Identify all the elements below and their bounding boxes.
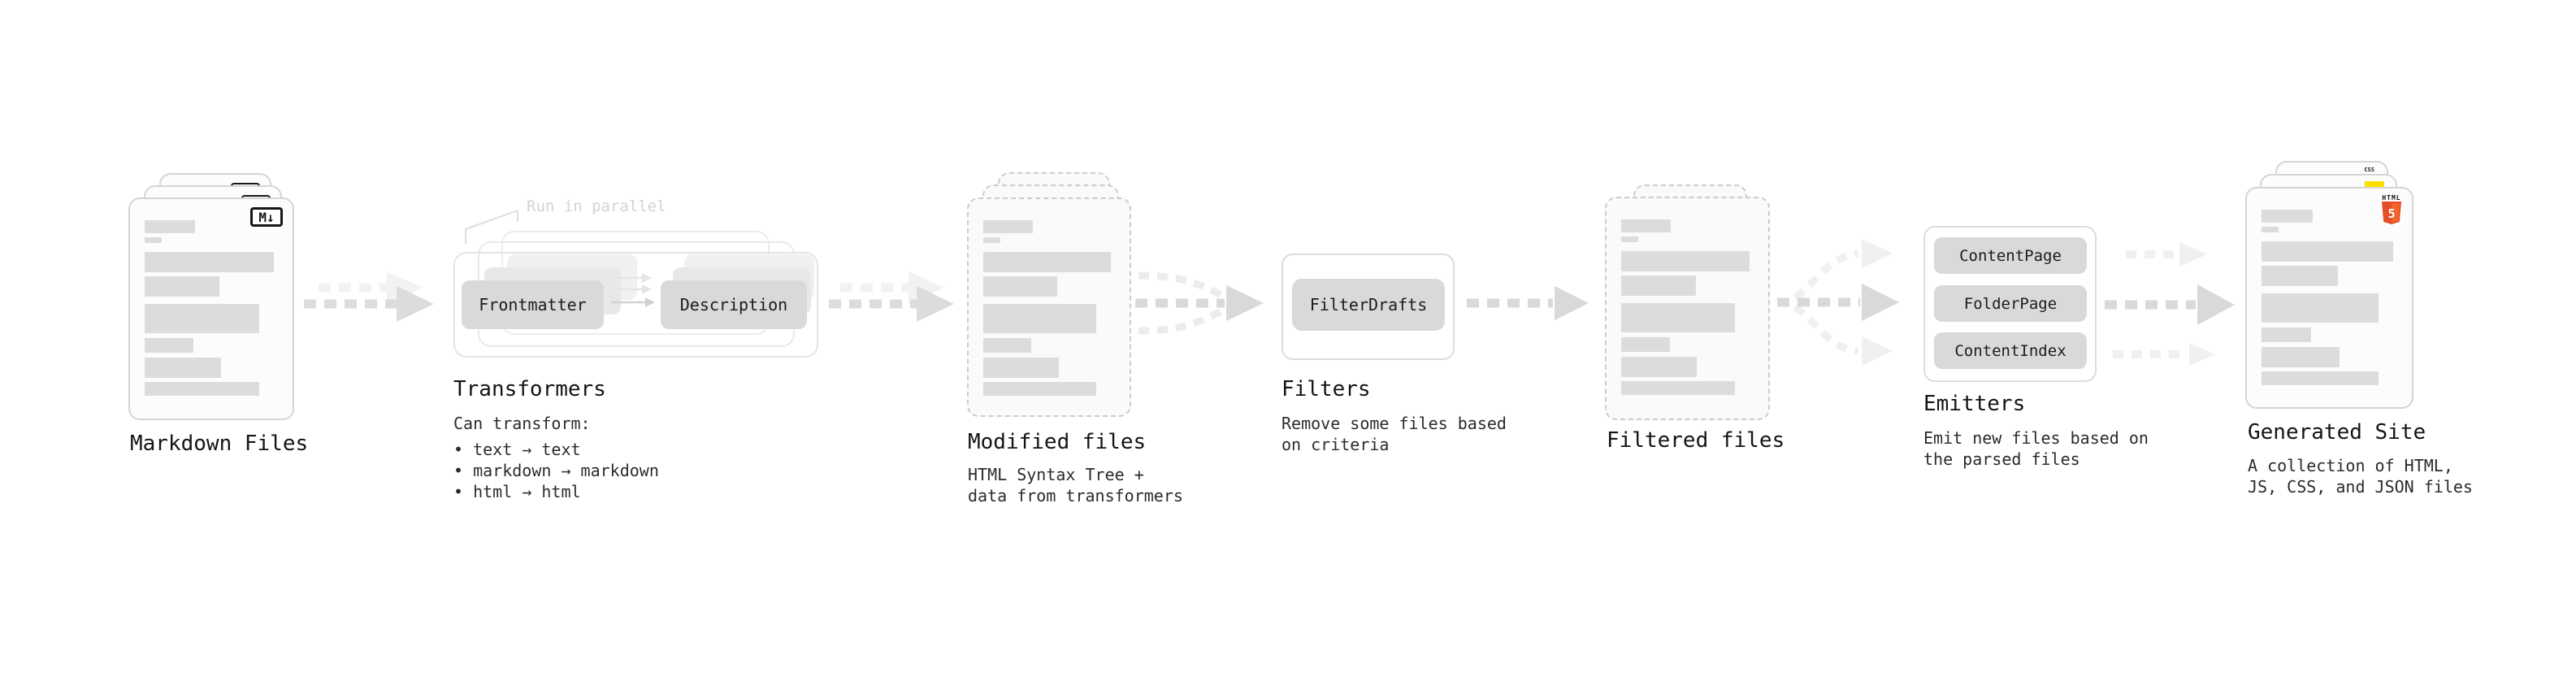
arrow-emitters-to-generated-icon xyxy=(2105,242,2235,366)
arrow-modified-to-filters-icon xyxy=(1135,271,1264,335)
transformers-desc-title: Can transform: xyxy=(453,414,591,433)
transformer-frame xyxy=(453,252,818,358)
arrow-filters-to-filtered-icon xyxy=(1467,286,1589,320)
modified-files-label: Modified files xyxy=(968,430,1147,454)
generated-site-desc: A collection of HTML, xyxy=(2248,456,2453,475)
document-sheet: M↓ xyxy=(128,197,294,420)
transformers-bullet: • html → html xyxy=(453,482,581,501)
description-pill: Description xyxy=(661,280,807,329)
filters-label: Filters xyxy=(1281,377,1371,401)
document-content-placeholder xyxy=(2262,210,2396,385)
arrow-filtered-to-emitters-icon xyxy=(1776,239,1899,366)
transformers-bullet: • text → text xyxy=(453,440,581,459)
markdown-files-label: Markdown Files xyxy=(130,432,309,456)
html5-logo-icon: HTML 5 xyxy=(2381,194,2402,229)
filters-desc: Remove some files based xyxy=(1281,414,1507,433)
emitters-desc: the parsed files xyxy=(1923,449,2080,469)
document-content-placeholder xyxy=(1621,219,1752,395)
emitters-label: Emitters xyxy=(1923,392,2026,416)
frontmatter-pill: Frontmatter xyxy=(462,280,604,329)
document-sheet: HTML 5 xyxy=(2245,187,2413,409)
emitters-desc: Emit new files based on xyxy=(1923,428,2149,448)
contentindex-pill: ContentIndex xyxy=(1934,332,2087,369)
arrow-transformers-to-modified-icon xyxy=(829,271,954,322)
document-content-placeholder xyxy=(145,220,276,396)
markdown-badge-icon: M↓ xyxy=(250,207,283,227)
transformers-bullet: • markdown → markdown xyxy=(453,461,659,480)
filterdrafts-pill: FilterDrafts xyxy=(1292,279,1445,331)
html5-logo-number: 5 xyxy=(2387,206,2395,221)
arrow-markdown-to-transformers-icon xyxy=(304,271,434,322)
run-in-parallel-annotation: Run in parallel xyxy=(527,197,666,215)
filtered-files-label: Filtered files xyxy=(1607,428,1785,453)
callout-line-icon xyxy=(465,209,518,244)
document-sheet xyxy=(1605,197,1770,420)
html5-logo-title: HTML xyxy=(2382,194,2401,202)
generated-site-desc: JS, CSS, and JSON files xyxy=(2248,477,2473,497)
transformers-label: Transformers xyxy=(453,377,606,401)
document-content-placeholder xyxy=(983,220,1113,396)
modified-files-desc: data from transformers xyxy=(968,486,1183,505)
document-sheet xyxy=(967,197,1131,417)
filters-desc: on criteria xyxy=(1281,435,1390,454)
generated-site-label: Generated Site xyxy=(2248,420,2426,445)
folderpage-pill: FolderPage xyxy=(1934,285,2087,322)
contentpage-pill: ContentPage xyxy=(1934,237,2087,274)
parallel-arrows-icon xyxy=(611,273,655,307)
modified-files-desc: HTML Syntax Tree + xyxy=(968,465,1144,484)
